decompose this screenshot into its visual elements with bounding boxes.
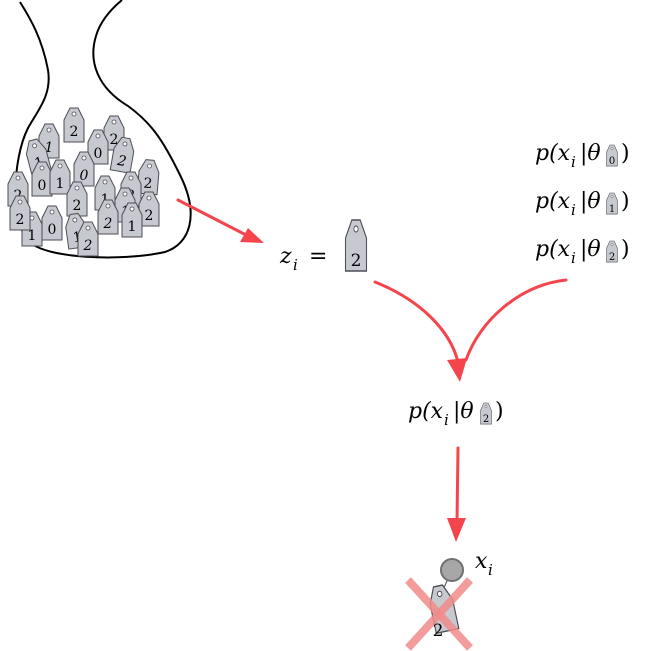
- urn-tag: 0: [73, 151, 95, 187]
- urn-tag-label: 2: [70, 124, 79, 140]
- urn-tag-label: 2: [16, 212, 25, 228]
- likelihood-1-prefix: p(x: [535, 189, 571, 214]
- urn-tag: 1: [63, 212, 90, 250]
- urn-tag-label: 0: [94, 146, 103, 162]
- likelihood-0: p(x i |θ 0 ): [535, 141, 630, 171]
- urn-tag-label: 2: [143, 176, 153, 193]
- observation-var: x: [475, 549, 488, 574]
- likelihood-0-close: ): [621, 141, 630, 166]
- likelihoods-to-selection-arrow: [464, 278, 568, 362]
- likelihood-0-tag: [606, 144, 618, 167]
- urn-tag: 2: [103, 115, 125, 151]
- urn-tag: 2: [138, 191, 160, 227]
- likelihood-2-sep: |θ: [580, 237, 601, 262]
- urn-tag: 1: [21, 211, 43, 247]
- likelihood-0-tag-label: 0: [609, 156, 615, 167]
- likelihood-1-close: ): [621, 189, 630, 214]
- selection-to-observation-arrow: [447, 446, 466, 542]
- urn-tag: 0: [41, 205, 63, 241]
- likelihood-0-sep: |θ: [580, 141, 601, 166]
- urn-tag: 0: [31, 161, 53, 197]
- observation-index: i: [488, 561, 493, 579]
- selected-index: i: [444, 411, 449, 429]
- urn-tag: 0: [87, 129, 109, 165]
- urn-outline: [14, 0, 192, 259]
- selected-likelihood: p(x i |θ 2 ): [408, 399, 504, 429]
- urn-tag-label: 2: [115, 153, 128, 170]
- urn-tag: 1: [49, 159, 71, 195]
- likelihood-2-index: i: [571, 249, 576, 267]
- urn-tags: 21201220102211221201122: [7, 107, 161, 257]
- selected-tag: [480, 402, 492, 425]
- urn-tag: 1: [121, 202, 143, 238]
- assignment-tag-label: 2: [351, 251, 362, 271]
- urn-tag: 2: [97, 199, 119, 235]
- urn-tag-label: 1: [56, 176, 65, 192]
- cross-mark: [405, 577, 473, 651]
- likelihood-2-tag: [606, 240, 618, 263]
- likelihood-1-sep: |θ: [580, 189, 601, 214]
- observation-node: [440, 558, 464, 582]
- urn-tag-label: 2: [110, 132, 119, 148]
- observation: 2 x i: [405, 549, 493, 651]
- likelihood-1-index: i: [571, 201, 576, 219]
- urn-to-assignment-arrow: [176, 198, 264, 243]
- observation-tag: [426, 582, 460, 634]
- urn-tag-label: 0: [80, 168, 89, 184]
- likelihood-2: p(x i |θ 2 ): [535, 237, 630, 267]
- urn-tag: 1: [38, 123, 60, 159]
- urn-tag-label: 0: [48, 222, 57, 238]
- urn-tag: 2: [9, 195, 31, 231]
- urn-tag-label: 1: [28, 228, 37, 244]
- urn-tag-label: 1: [45, 140, 54, 156]
- urn-tag: 2: [109, 135, 137, 174]
- urn-tag: 2: [63, 107, 85, 143]
- likelihood-2-prefix: p(x: [535, 237, 571, 262]
- urn-tag-label: 2: [103, 216, 113, 232]
- likelihood-0-prefix: p(x: [535, 141, 571, 166]
- likelihood-1: p(x i |θ 1 ): [535, 189, 630, 219]
- likelihood-0-index: i: [571, 153, 576, 171]
- assignment-index: i: [293, 256, 298, 274]
- assignment-equals: =: [309, 244, 327, 269]
- observation-tag-label: 2: [433, 621, 444, 641]
- urn-tag-label: 1: [72, 229, 83, 246]
- urn-tag-label: 2: [73, 198, 82, 214]
- likelihood-1-tag-label: 1: [609, 204, 615, 215]
- selected-close: ): [495, 399, 504, 424]
- urn-tag-label: 2: [145, 208, 154, 224]
- selected-tag-label: 2: [483, 414, 489, 425]
- urn-tag: 2: [136, 158, 161, 196]
- assignment-var: z: [279, 244, 292, 269]
- likelihood-1-tag: [606, 192, 618, 215]
- likelihood-2-tag-label: 2: [609, 252, 615, 263]
- urn-tag: 2: [77, 221, 99, 257]
- assignment-to-selection-arrow: [373, 280, 467, 382]
- assignment-expression: z i = 2: [279, 219, 368, 274]
- urn-tag: 2: [66, 181, 88, 217]
- urn-tag-label: 1: [128, 219, 137, 235]
- likelihood-2-close: ): [621, 237, 630, 262]
- selected-prefix: p(x: [408, 399, 444, 424]
- urn-tag-label: 0: [38, 178, 47, 194]
- assignment-tag: [344, 219, 368, 272]
- urn-tag-label: 2: [83, 238, 93, 254]
- selected-sep: |θ: [453, 399, 474, 424]
